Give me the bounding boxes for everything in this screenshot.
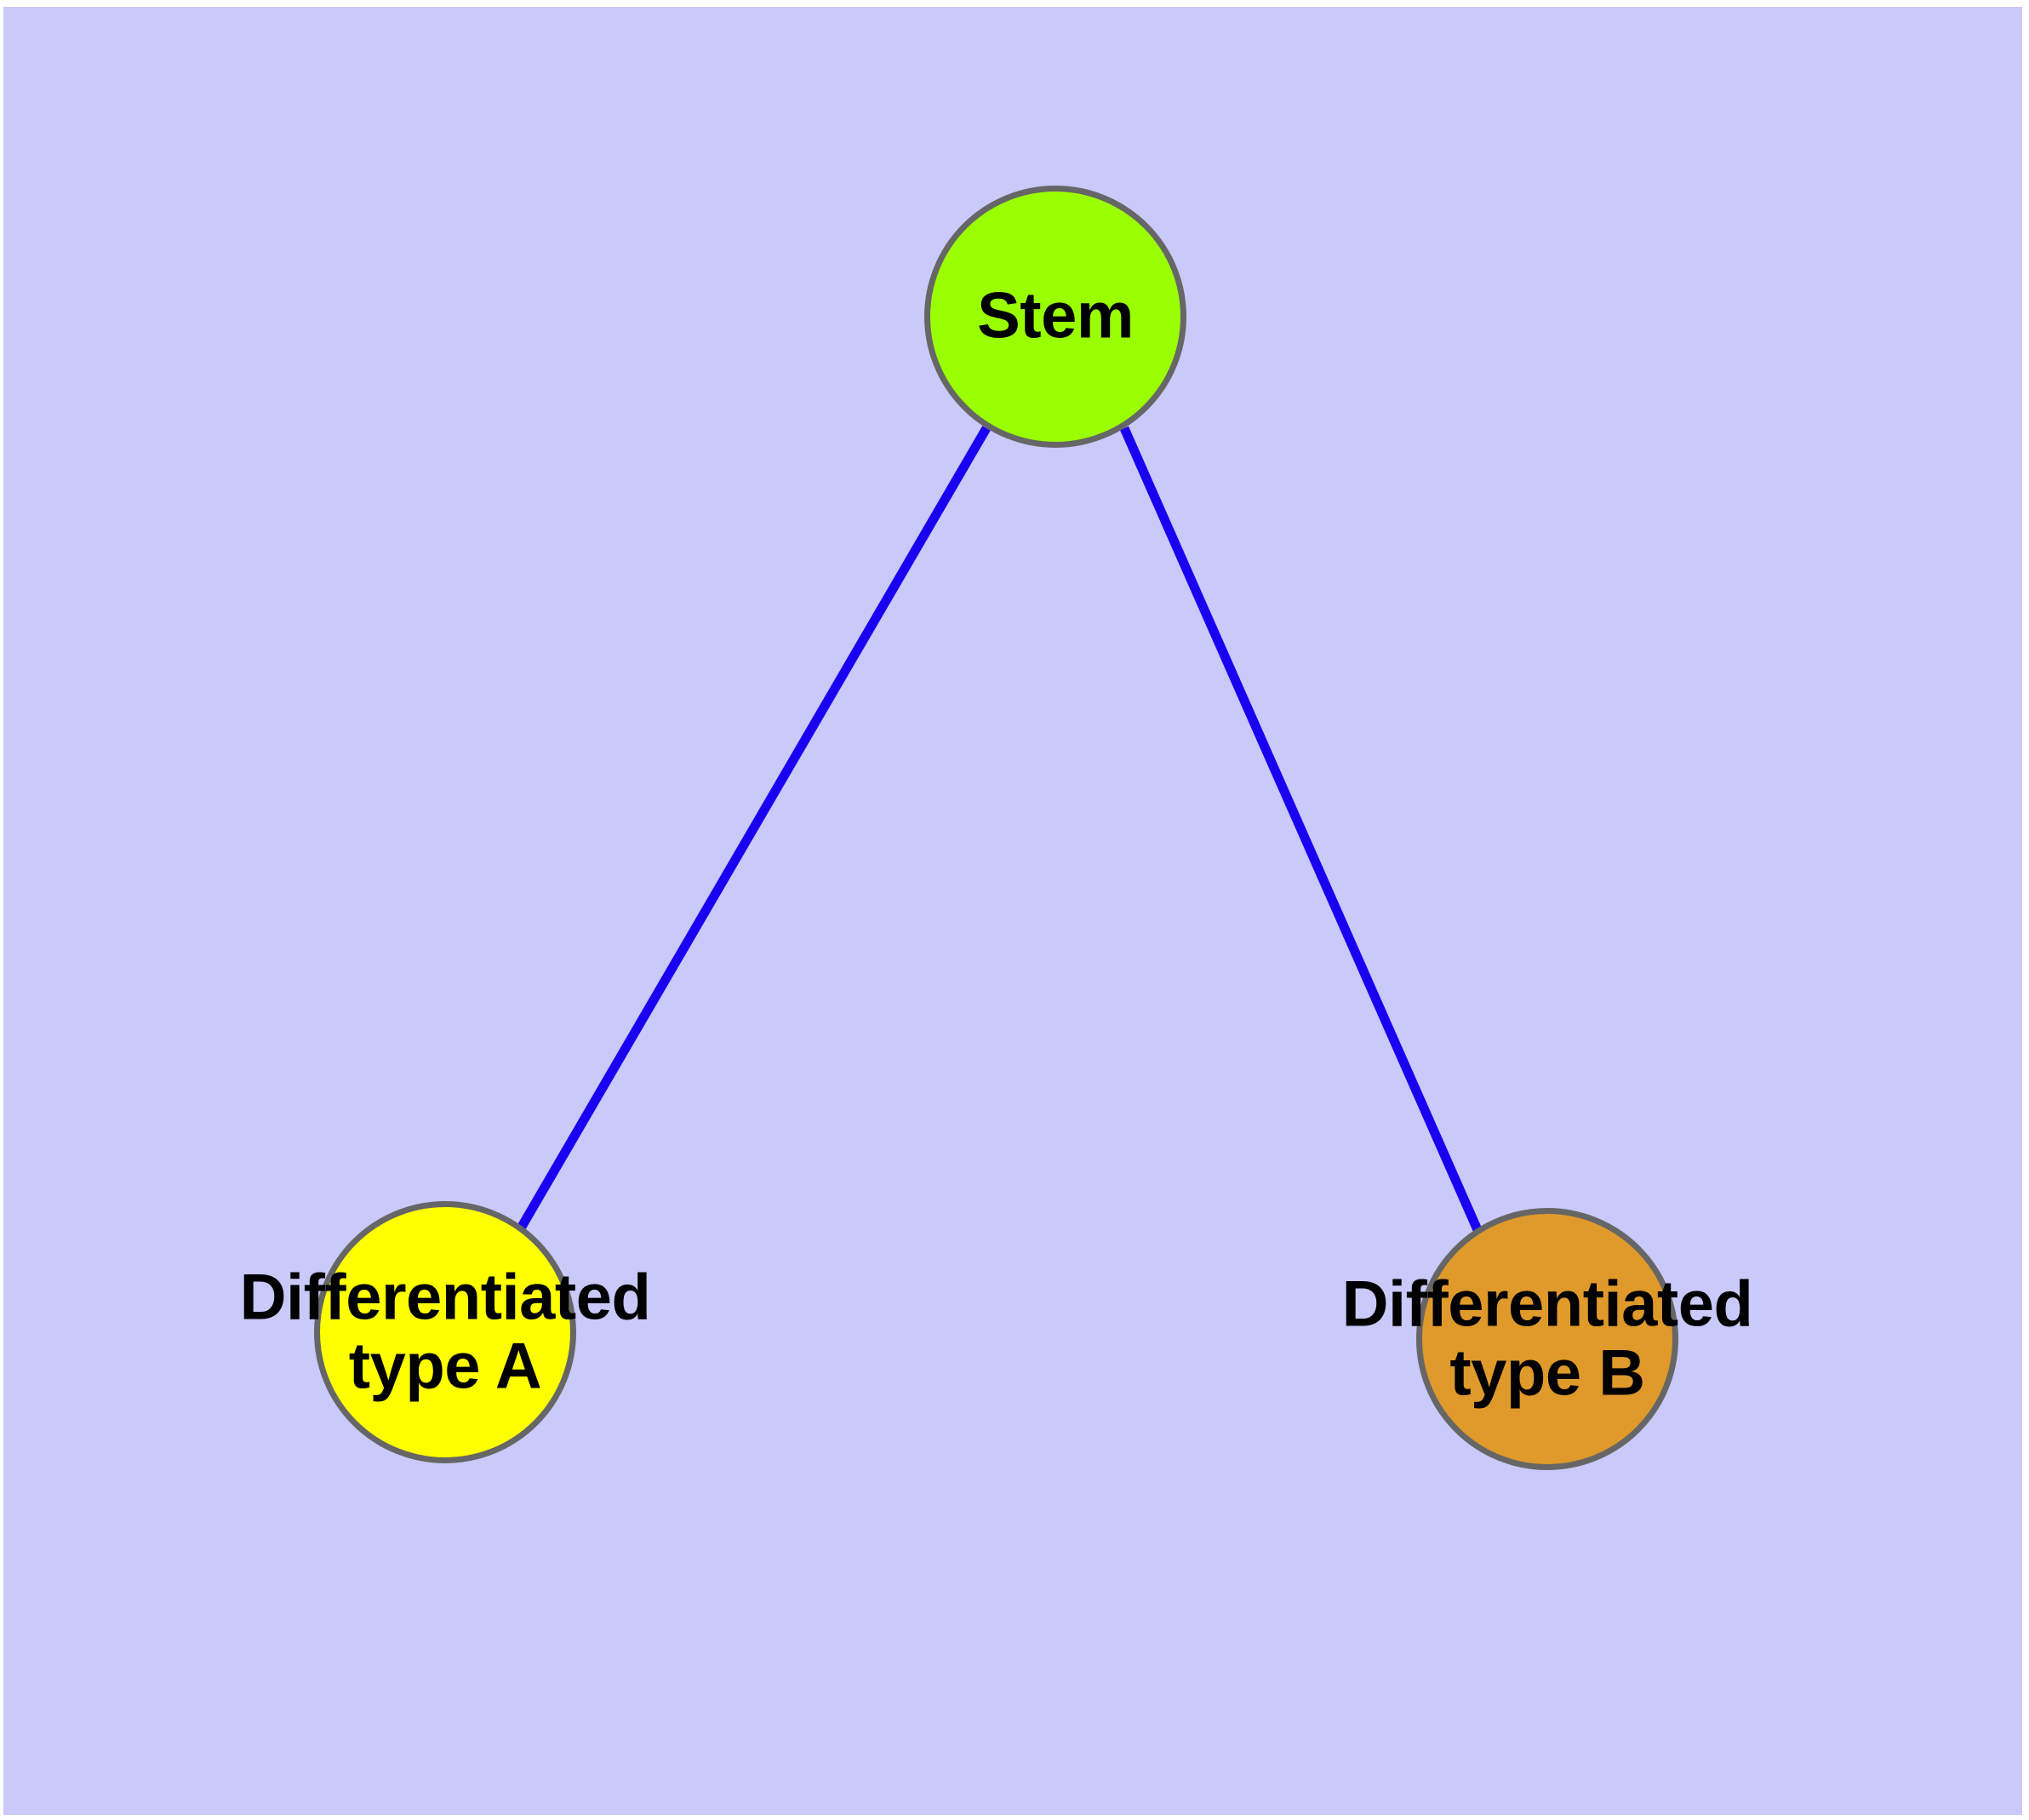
graph-plot-area: Stem Differentiated type A Differentiate… <box>3 7 2022 1815</box>
node-circle-differentiated-type-a[interactable] <box>314 1201 576 1463</box>
graph-svg <box>314 186 1678 1470</box>
edge-stem-to-differentiated-type-a[interactable] <box>517 426 991 1229</box>
edge-stem-to-differentiated-type-b[interactable] <box>1119 426 1483 1234</box>
edge-layer <box>517 426 1483 1234</box>
node-layer <box>314 186 1678 1470</box>
node-circle-stem[interactable] <box>924 186 1186 448</box>
node-circle-differentiated-type-b[interactable] <box>1416 1208 1678 1470</box>
